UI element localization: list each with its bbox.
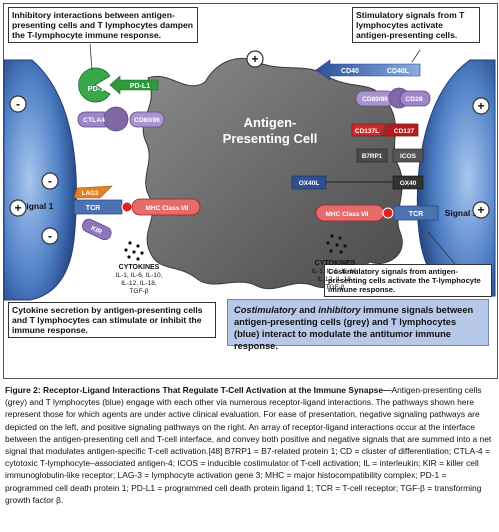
summary-rest: immune signals between antigen-presentin… (234, 305, 474, 351)
ox40l-label: OX40L (299, 180, 320, 187)
cytokine-dots-left (124, 241, 144, 261)
b7rp1-ligand (356, 148, 388, 163)
leader-stimulatory (411, 49, 421, 63)
summary-and: and (296, 305, 319, 315)
pdl1-ligand (109, 75, 159, 95)
tcr-right-receptor (393, 205, 439, 221)
t-lymphocyte-left (3, 59, 77, 301)
cd137l-label: CD137L (355, 128, 379, 135)
cytokines-left-line3: TGF-β (129, 288, 149, 295)
leader-costim (427, 231, 456, 265)
sign-left-plus: + (9, 199, 27, 217)
ctla4-head (103, 106, 129, 132)
cd40-label: CD40 (341, 68, 359, 75)
tcr-right-label: TCR (409, 211, 423, 218)
mhc-right-label: MHC Class I/II (326, 211, 369, 218)
kir-receptor (82, 218, 112, 241)
pdl1-label: PD-L1 (130, 83, 150, 90)
cytokine-dots-right (326, 234, 347, 254)
cytokines-right: CYTOKINES IL-1, IL-6, IL-10, IL-12, IL-1… (300, 260, 370, 292)
cd28-receptor (399, 90, 431, 107)
tcr-left-label: TCR (86, 205, 100, 212)
ox40-label: OX40 (400, 180, 417, 187)
note-cytokine: Cytokine secretion by antigen-presenting… (8, 302, 216, 338)
cd40l-label: CD40L (387, 68, 410, 75)
svg-text:-: - (48, 229, 52, 243)
cd80-86-left-ligand (129, 111, 165, 128)
cd40l-ligand (315, 59, 421, 81)
sign-right-plus-upper: + (472, 97, 490, 115)
cd137-receptor (381, 123, 419, 137)
cytokines-left-line1: IL-1, IL-6, IL-10, (115, 272, 163, 279)
pd1-receptor (78, 67, 111, 103)
signal1-right-label: Signal 1 (445, 208, 478, 218)
sign-apc-plus: + (246, 50, 264, 68)
sign-right-plus-lower: + (472, 201, 490, 219)
summary-italic-inhibitory: inhibitory (318, 305, 361, 315)
caption-title: Figure 2: Receptor-Ligand Interactions T… (5, 385, 392, 395)
svg-text:+: + (14, 201, 21, 215)
pd1-label: PD-1 (87, 84, 104, 93)
note-stimulatory: Stimulatory signals from T lymphocytes a… (352, 7, 480, 43)
leader-inhibitory (89, 43, 93, 71)
note-inhibitory: Inhibitory interactions between antigen-… (8, 7, 198, 43)
apc-label-line2: Presenting Cell (223, 131, 318, 146)
ctla4-label: CTLA4 (83, 117, 105, 124)
apc-label-line1: Antigen- (244, 115, 297, 130)
lag3-label: LAG3 (82, 190, 99, 197)
svg-text:-: - (16, 97, 20, 111)
cd80-86-right-label: CD80/86 (362, 96, 388, 103)
cytokines-left-line2: IL-12, IL-18, (121, 280, 157, 287)
mhc-left-label: MHC Class I/II (146, 205, 189, 212)
antigen-left-dot (121, 201, 133, 213)
note-costim: Costimulatory signals from antigen-prese… (324, 264, 492, 297)
b7rp1-label: B7RP1 (362, 153, 383, 160)
caption-body: Antigen-presenting cells (grey) and T ly… (5, 385, 492, 505)
cd28-label: CD28 (405, 96, 423, 103)
svg-text:+: + (477, 99, 484, 113)
cytokines-left-title: CYTOKINES (118, 264, 160, 271)
signal1-left-label: Signal 1 (21, 201, 54, 211)
cd137l-ligand (351, 123, 387, 137)
icos-label: ICOS (400, 153, 417, 160)
cd80-86-left-label: CD80/86 (134, 117, 160, 124)
cytokines-right-line3: TGF-β (325, 284, 345, 291)
sign-left-minus-upper: - (9, 95, 27, 113)
cytokines-right-line1: IL-1, IL-6, IL-10, (311, 268, 359, 275)
svg-text:+: + (251, 52, 258, 66)
cytokines-left: CYTOKINES IL-1, IL-6, IL-10, IL-12, IL-1… (104, 264, 174, 296)
cytokines-right-title: CYTOKINES (314, 260, 356, 267)
svg-text:+: + (477, 203, 484, 217)
kir-label: KIR (90, 225, 103, 236)
cytokines-right-line2: IL-12, IL-18, (317, 276, 353, 283)
mhc-left-ligand (131, 198, 201, 216)
sign-left-minus-lower: - (41, 227, 59, 245)
antigen-right-dot (382, 207, 394, 219)
summary-italic-costimulatory: Costimulatory (234, 305, 297, 315)
svg-text:-: - (48, 174, 52, 188)
summary-box: Costimulatory and inhibitory immune sign… (227, 299, 489, 351)
icos-receptor (392, 148, 424, 163)
diagram-canvas: Antigen- Presenting Cell PD-1 PD-L1 CTLA… (3, 43, 496, 301)
sign-left-minus-mid: - (41, 172, 59, 190)
figure-caption: Figure 2: Receptor-Ligand Interactions T… (5, 384, 495, 506)
cd137-label: CD137 (394, 128, 415, 135)
lag3-receptor (73, 185, 113, 199)
